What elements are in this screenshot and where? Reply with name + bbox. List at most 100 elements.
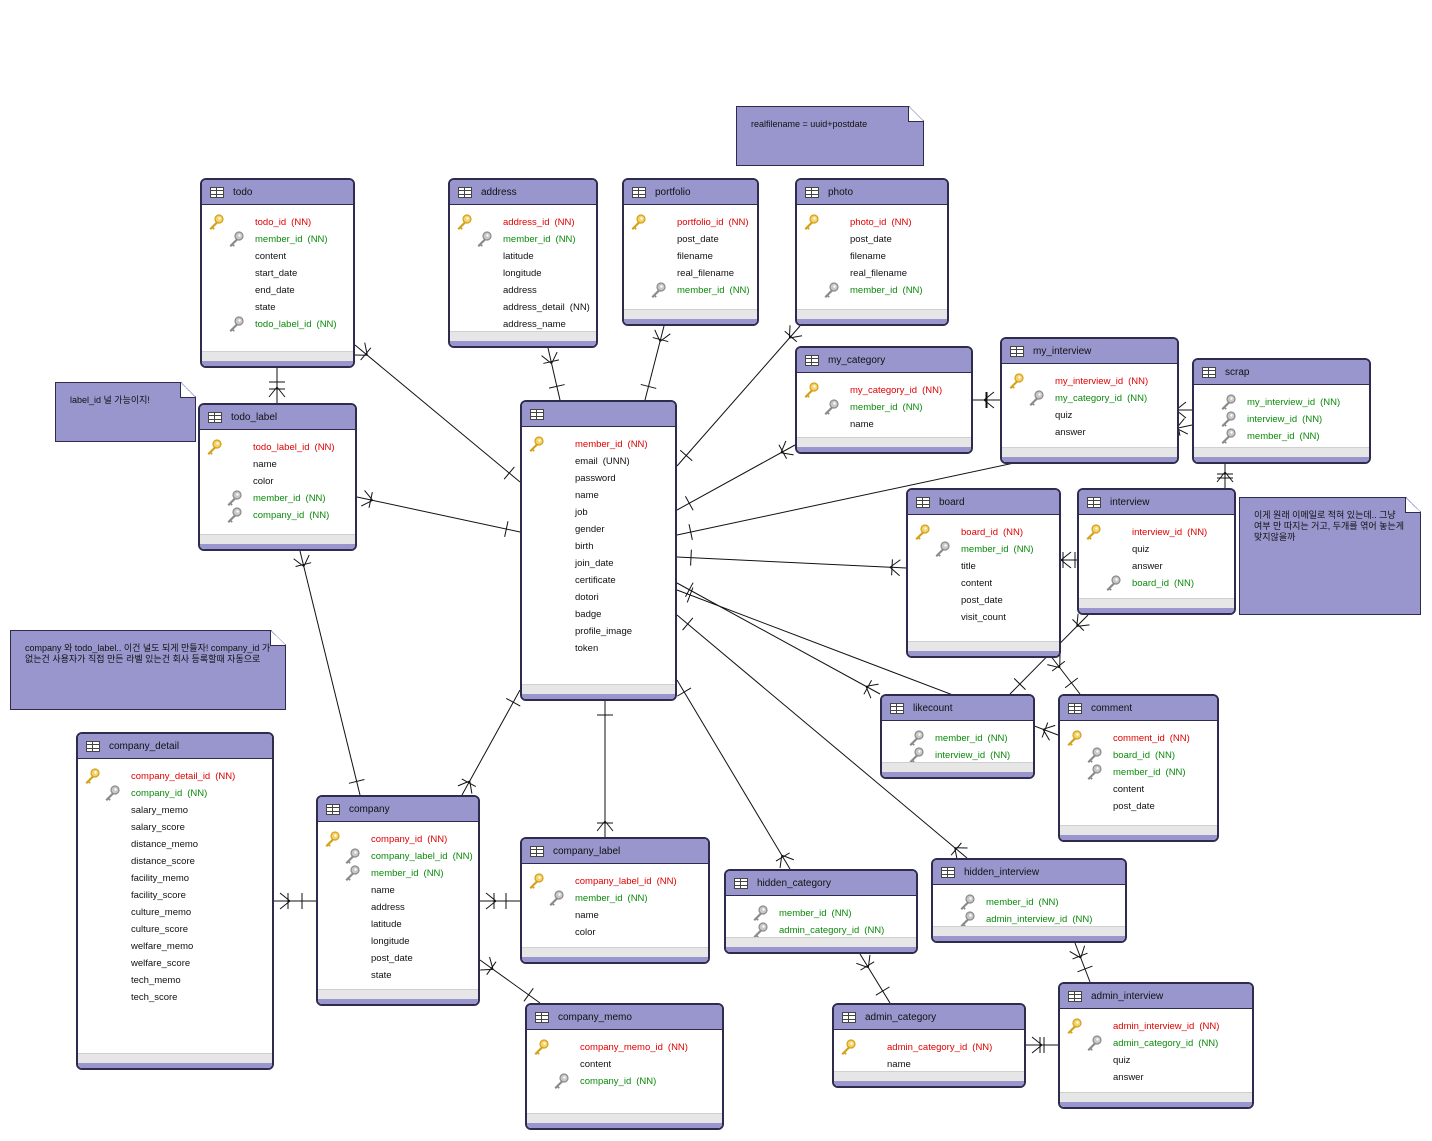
column-row[interactable]: address_detail(NN) — [503, 299, 590, 316]
column-row[interactable]: real_filename — [850, 265, 912, 282]
column-row[interactable]: content — [1113, 781, 1149, 798]
column-row[interactable]: salary_score — [131, 819, 190, 836]
column-row[interactable]: post_date — [961, 592, 1008, 609]
column-row[interactable]: content — [961, 575, 997, 592]
column-row[interactable]: real_filename — [677, 265, 739, 282]
column-row[interactable]: badge — [575, 606, 606, 623]
column-row[interactable]: post_date — [677, 231, 724, 248]
column-row[interactable]: member_id(NN) — [371, 865, 444, 882]
column-row[interactable]: color — [575, 924, 601, 941]
column-row[interactable]: name — [575, 487, 604, 504]
table-address[interactable]: address address_id(NN) member_id(NN)lati… — [448, 178, 598, 348]
column-row[interactable]: name — [850, 416, 879, 433]
column-row[interactable]: member_id(NN) — [503, 231, 576, 248]
column-row[interactable]: comment_id(NN) — [1113, 730, 1190, 747]
column-row[interactable]: company_label_id(NN) — [575, 873, 677, 890]
table-hidden_category[interactable]: hidden_category member_id(NN) admin_cate… — [724, 869, 918, 954]
column-row[interactable]: post_date — [850, 231, 897, 248]
column-row[interactable]: member_id(NN) — [850, 282, 923, 299]
column-row[interactable]: name — [575, 907, 604, 924]
column-row[interactable]: company_id(NN) — [253, 507, 329, 524]
column-row[interactable]: latitude — [371, 916, 407, 933]
table-header[interactable]: likecount — [882, 696, 1033, 721]
table-my_category[interactable]: my_category my_category_id(NN) member_id… — [795, 346, 973, 454]
column-row[interactable]: profile_image — [575, 623, 637, 640]
column-row[interactable]: name — [253, 456, 282, 473]
column-row[interactable]: longitude — [371, 933, 415, 950]
column-row[interactable]: address — [371, 899, 410, 916]
column-row[interactable]: todo_id(NN) — [255, 214, 311, 231]
column-row[interactable]: color — [253, 473, 279, 490]
table-company_memo[interactable]: company_memo company_memo_id(NN)content … — [525, 1003, 724, 1130]
column-row[interactable]: answer — [1132, 558, 1168, 575]
table-company_detail[interactable]: company_detail company_detail_id(NN) com… — [76, 732, 274, 1070]
column-row[interactable]: interview_id(NN) — [1132, 524, 1207, 541]
column-row[interactable]: password — [575, 470, 621, 487]
column-row[interactable]: start_date — [255, 265, 302, 282]
column-row[interactable]: company_id(NN) — [371, 831, 447, 848]
table-header[interactable]: scrap — [1194, 360, 1369, 385]
column-row[interactable]: photo_id(NN) — [850, 214, 912, 231]
column-row[interactable]: member_id(NN) — [575, 436, 648, 453]
column-row[interactable]: quiz — [1055, 407, 1077, 424]
column-row[interactable]: member_id(NN) — [255, 231, 328, 248]
column-row[interactable]: todo_label_id(NN) — [255, 316, 337, 333]
column-row[interactable]: distance_memo — [131, 836, 203, 853]
column-row[interactable]: filename — [677, 248, 718, 265]
column-row[interactable]: content — [580, 1056, 616, 1073]
table-header[interactable]: portfolio — [624, 180, 757, 205]
column-row[interactable]: board_id(NN) — [1113, 747, 1175, 764]
column-row[interactable]: facility_score — [131, 887, 191, 904]
column-row[interactable]: admin_category_id(NN) — [1113, 1035, 1218, 1052]
table-header[interactable]: todo — [202, 180, 353, 205]
note-n1[interactable]: realfilename = uuid+postdate — [736, 106, 924, 166]
table-header[interactable]: company_detail — [78, 734, 272, 759]
column-row[interactable]: member_id(NN) — [961, 541, 1034, 558]
column-row[interactable]: my_interview_id(NN) — [1055, 373, 1148, 390]
table-comment[interactable]: comment comment_id(NN) board_id(NN) memb… — [1058, 694, 1219, 842]
table-header[interactable]: my_category — [797, 348, 971, 373]
column-row[interactable]: member_id(NN) — [253, 490, 326, 507]
column-row[interactable]: portfolio_id(NN) — [677, 214, 749, 231]
column-row[interactable]: salary_memo — [131, 802, 193, 819]
table-hidden_interview[interactable]: hidden_interview member_id(NN) admin_int… — [931, 858, 1127, 943]
column-row[interactable]: admin_interview_id(NN) — [1113, 1018, 1219, 1035]
column-row[interactable]: certificate — [575, 572, 621, 589]
column-row[interactable]: member_id(NN) — [1113, 764, 1186, 781]
column-row[interactable]: tech_score — [131, 989, 182, 1006]
column-row[interactable]: token — [575, 640, 603, 657]
column-row[interactable]: visit_count — [961, 609, 1011, 626]
column-row[interactable]: distance_score — [131, 853, 200, 870]
column-row[interactable]: board_id(NN) — [1132, 575, 1194, 592]
column-row[interactable]: longitude — [503, 265, 547, 282]
column-row[interactable]: state — [255, 299, 281, 316]
column-row[interactable]: tech_memo — [131, 972, 186, 989]
table-admin_category[interactable]: admin_category admin_category_id(NN)name — [832, 1003, 1026, 1088]
column-row[interactable]: answer — [1113, 1069, 1149, 1086]
column-row[interactable]: my_category_id(NN) — [850, 382, 942, 399]
column-row[interactable]: company_label_id(NN) — [371, 848, 473, 865]
table-header[interactable]: comment — [1060, 696, 1217, 721]
column-row[interactable]: company_memo_id(NN) — [580, 1039, 688, 1056]
table-header[interactable]: interview — [1079, 490, 1234, 515]
column-row[interactable]: dotori — [575, 589, 604, 606]
table-header[interactable]: admin_category — [834, 1005, 1024, 1030]
column-row[interactable]: birth — [575, 538, 598, 555]
table-header[interactable]: address — [450, 180, 596, 205]
table-admin_interview[interactable]: admin_interview admin_interview_id(NN) a… — [1058, 982, 1254, 1109]
column-row[interactable]: address — [503, 282, 542, 299]
table-header[interactable]: company_memo — [527, 1005, 722, 1030]
table-header[interactable]: my_interview — [1002, 339, 1177, 364]
column-row[interactable]: post_date — [1113, 798, 1160, 815]
column-row[interactable]: company_id(NN) — [580, 1073, 656, 1090]
table-header[interactable]: company_label — [522, 839, 708, 864]
table-likecount[interactable]: likecount member_id(NN) interview_id(NN) — [880, 694, 1035, 779]
table-scrap[interactable]: scrap my_interview_id(NN) interview_id(N… — [1192, 358, 1371, 464]
note-n2[interactable]: label_id 널 가능이지! — [55, 382, 196, 442]
column-row[interactable]: my_interview_id(NN) — [1247, 394, 1340, 411]
column-row[interactable]: title — [961, 558, 981, 575]
note-n4[interactable]: 이게 원래 이메일로 적혀 있는데.. 그냥 여부 만 따지는 거고, 두개를 … — [1239, 497, 1421, 615]
